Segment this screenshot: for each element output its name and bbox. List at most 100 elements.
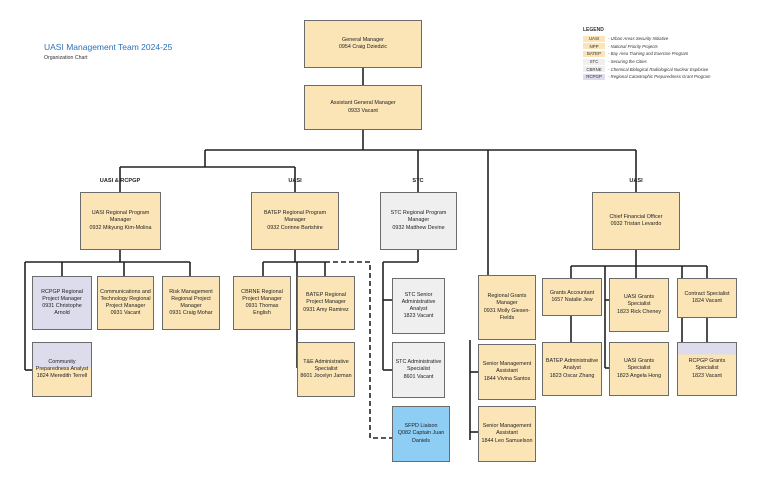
legend-desc: - Regional Catastrophic Preparedness Gra… [608,74,711,80]
node-community-preparedness-analyst: Community Preparedness Analyst 1824 Mere… [32,342,92,397]
legend: LEGEND UASI - Urban Areas Security Initi… [583,27,761,81]
node-person: 1823 Rick Cheney [616,308,662,315]
node-title: BATEP Regional Project Manager [306,292,346,306]
node-title: BATEP Regional Program Manager [263,210,327,224]
node-general-manager: General Manager 0954 Craig Dziedzic [304,20,422,68]
node-regional-grants-manager: Regional Grants Manager 0931 Molly Giese… [478,275,536,340]
group-label-stc: STC [412,178,424,184]
node-title: STC Regional Program Manager [390,210,447,224]
node-title: Communications and Technology Regional P… [100,288,151,309]
node-person: 0931 Vacant [110,310,141,317]
node-stc-regional-program-manager: STC Regional Program Manager 0932 Matthe… [380,192,457,250]
node-te-administrative-specialist: T&E Administrative Specialist 8601 Jocel… [297,342,355,397]
group-label-uasi-rcpgp: UASI & RCPGP [99,178,141,184]
node-title: Risk Management Regional Project Manager [169,288,213,309]
node-person: 0931 Craig Mohar [169,310,213,317]
node-person: 1823 Vacant [403,313,434,320]
node-risk-management-project-manager: Risk Management Regional Project Manager… [162,276,220,330]
node-sfpd-liaison: SFPD Liaison Q082 Captain Juan Daniels [392,406,450,462]
node-person: 0931 Molly Giesen-Fields [483,307,531,321]
legend-tag: BATEP [583,50,605,57]
legend-heading: LEGEND [583,27,604,33]
node-title: General Manager [342,36,384,43]
node-senior-management-assistant-1: Senior Management Assistant 1844 Vivina … [478,344,536,400]
node-person: 0932 Tristan Levardo [610,221,662,227]
node-person: 0931 Thomas English [245,303,279,317]
legend-row: RCPGP - Regional Catastrophic Preparedne… [583,73,761,81]
node-title: CBRNE Regional Project Manager [241,288,283,302]
node-title: UASI Regional Program Manager [91,210,150,224]
node-title: Regional Grants Manager [487,293,527,307]
node-person: 8601 Jocelyn Jarman [300,373,352,379]
node-person: 0932 Matthew Devine [392,224,445,231]
group-label-uasi: UASI [288,178,302,184]
node-person: 0954 Craig Dziedzic [338,44,388,50]
node-person: 0931 Christophe Arnold [42,303,82,317]
legend-desc: - Securing the Cities [608,59,647,65]
node-grants-accountant: Grants Accountant 1657 Natalie Jew [542,278,602,316]
node-person: 1844 Leo Samuelson [481,437,533,444]
legend-tag: UASI [583,35,605,42]
node-person: 1844 Vivina Santos [483,375,531,382]
node-person: 1823 Vacant [692,372,722,379]
node-person: 0933 Vacant [348,107,378,114]
node-title: UASI Grants Specialist [623,294,655,308]
node-rcpgp-regional-project-manager: RCPGP Regional Project Manager 0931 Chri… [32,276,92,330]
node-title: UASI Grants Specialist [623,358,655,372]
node-title: T&E Administrative Specialist [303,358,349,372]
node-batep-regional-program-manager: BATEP Regional Program Manager 0932 Cori… [251,192,339,250]
node-batep-regional-project-manager: BATEP Regional Project Manager 0931 Amy … [297,276,355,330]
node-person: 8601 Vacant [403,373,434,380]
node-senior-management-assistant-2: Senior Management Assistant 1844 Leo Sam… [478,406,536,462]
node-uasi-grants-specialist-1: UASI Grants Specialist 1823 Rick Cheney [609,278,669,332]
node-person: 0931 Amy Ramirez [303,306,349,313]
node-title: Senior Management Assistant [482,361,532,375]
node-person: 1657 Natalie Jew [551,297,593,303]
node-title: STC Administrative Specialist [395,359,442,373]
node-cbrne-regional-project-manager: CBRNE Regional Project Manager 0931 Thom… [233,276,291,330]
node-title: RCPGP Grants Specialist [688,358,726,372]
node-title: STC Senior Administrative Analyst [401,291,436,312]
page-subtitle: Organization Chart [44,55,88,61]
node-stc-senior-administrative-analyst: STC Senior Administrative Analyst 1823 V… [392,278,445,334]
node-rcpgp-grants-specialist: RCPGP Grants Specialist 1823 Vacant [677,342,737,396]
legend-row: CBRNE - Chemical Biological Radiological… [583,65,761,73]
node-title: Community Preparedness Analyst [35,358,89,372]
node-communications-technology-project-manager: Communications and Technology Regional P… [97,276,154,330]
legend-row: BATEP - Bay Area Training and Exercise P… [583,50,761,58]
group-label-uasi-cfo: UASI [629,178,643,184]
node-title: RCPGP Regional Project Manager [41,288,83,302]
node-title: BATEP Administrative Analyst [545,358,599,372]
node-title: Assistant General Manager [330,100,396,107]
legend-tag: RCPGP [583,73,605,80]
legend-tag: NPP [583,43,605,50]
node-person: 1823 Oscar Zhang [549,372,595,379]
legend-tag: CBRNE [583,66,605,73]
legend-desc: - Urban Areas Security Initiative [608,36,669,42]
node-person: Q082 Captain Juan Daniels [397,430,445,444]
node-title: Grants Accountant [549,289,595,296]
node-contract-specialist: Contract Specialist 1824 Vacant [677,278,737,318]
node-person: 1824 Meredith Terrell [36,373,88,379]
node-uasi-regional-program-manager: UASI Regional Program Manager 0932 Mikyu… [80,192,161,250]
node-uasi-grants-specialist-2: UASI Grants Specialist 1823 Angela Hong [609,342,669,396]
node-chief-financial-officer: Chief Financial Officer 0932 Tristan Lev… [592,192,680,250]
legend-desc: - National Priority Projects [608,43,658,49]
node-person: 1823 Angela Hong [616,372,662,379]
legend-desc: - Bay Area Training and Exercise Program [608,51,689,57]
legend-desc: - Chemical Biological Radiological Nucle… [608,66,709,72]
legend-tag: STC [583,58,605,65]
node-person: 0932 Corinne Bartshire [267,224,323,231]
node-title: Senior Management Assistant [482,423,532,437]
node-batep-administrative-analyst: BATEP Administrative Analyst 1823 Oscar … [542,342,602,396]
legend-row: STC - Securing the Cities [583,58,761,66]
page-title: UASI Management Team 2024-25 [44,42,173,52]
node-person: 0932 Mikyung Kim-Molina [89,224,152,231]
legend-row: UASI - Urban Areas Security Initiative [583,35,761,43]
node-person: 1824 Vacant [692,298,722,304]
legend-row: NPP - National Priority Projects [583,43,761,51]
node-title: Chief Financial Officer [609,213,663,220]
node-title: Contract Specialist [684,290,730,297]
node-assistant-general-manager: Assistant General Manager 0933 Vacant [304,85,422,130]
node-stc-administrative-specialist: STC Administrative Specialist 8601 Vacan… [392,342,445,398]
